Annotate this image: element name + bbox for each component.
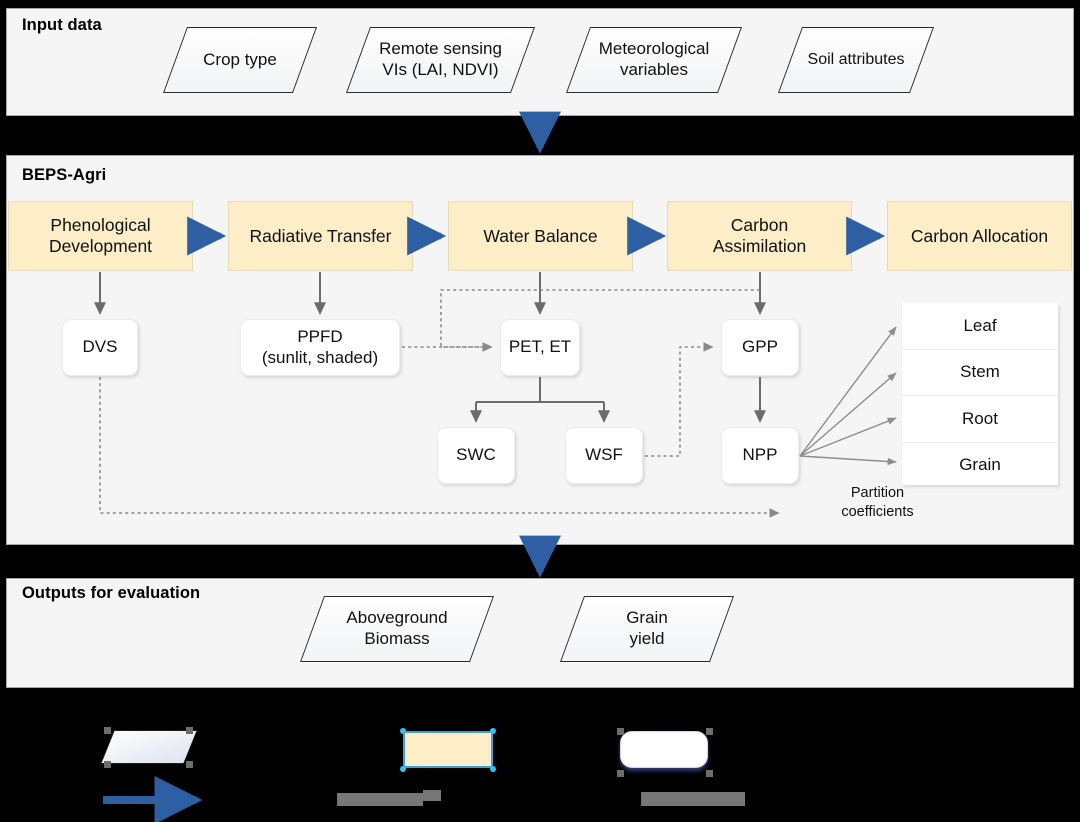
outputs-panel <box>6 578 1074 688</box>
selection-handle[interactable] <box>186 761 193 768</box>
selection-handle[interactable] <box>706 728 713 735</box>
output-item-label: Grain yield <box>626 608 668 648</box>
variable-box-pet-et: PET, ET <box>500 319 580 376</box>
allocation-pool-grain: Grain <box>959 455 1001 475</box>
input-item-label: Meteorological variables <box>598 39 710 79</box>
selection-handle[interactable] <box>186 727 193 734</box>
output-item-grain-yield: Grain yield <box>559 596 735 662</box>
beps-agri-title: BEPS-Agri <box>22 166 107 184</box>
legend-swatch-process-box[interactable] <box>403 731 493 768</box>
process-box-phenological-development: Phenological Development <box>8 201 193 271</box>
parallelogram-shape <box>100 730 198 764</box>
partition-coefficients-label: Partition coefficients <box>841 485 914 520</box>
legend-swatch-parallelogram[interactable] <box>100 730 198 764</box>
input-data-title: Input data <box>22 16 102 34</box>
selection-handle[interactable] <box>617 728 624 735</box>
variable-box-wsf: WSF <box>565 427 643 484</box>
selection-handle[interactable] <box>104 727 111 734</box>
process-box-carbon-allocation: Carbon Allocation <box>887 201 1072 271</box>
input-item-label: Remote sensing VIs (LAI, NDVI) <box>379 39 502 79</box>
input-item-remote-sensing: Remote sensing VIs (LAI, NDVI) <box>345 27 536 93</box>
variable-box-npp: NPP <box>721 427 799 484</box>
variable-box-ppfd: PPFD (sunlit, shaded) <box>240 319 400 376</box>
legend-swatch-variable-box[interactable] <box>620 731 708 768</box>
variable-box-dvs: DVS <box>62 319 138 376</box>
output-item-aboveground-biomass: Aboveground Biomass <box>299 596 495 662</box>
legend-label-redacted <box>337 793 423 806</box>
allocation-pool-root: Root <box>902 396 1058 443</box>
legend-label-redacted <box>423 790 441 801</box>
variable-box-gpp: GPP <box>721 319 799 376</box>
process-box-water-balance: Water Balance <box>448 201 633 271</box>
process-box-carbon-assimilation: Carbon Assimilation <box>667 201 852 271</box>
input-item-crop-type: Crop type <box>162 27 318 93</box>
selection-handle[interactable] <box>490 766 496 772</box>
output-item-label: Aboveground Biomass <box>346 608 448 648</box>
process-box-radiative-transfer: Radiative Transfer <box>228 201 413 271</box>
selection-handle[interactable] <box>400 728 406 734</box>
selection-handle[interactable] <box>617 770 624 777</box>
input-item-soil-attributes: Soil attributes <box>777 27 935 93</box>
input-item-label: Crop type <box>203 49 277 69</box>
allocation-pool-leaf: Leaf <box>902 303 1058 350</box>
allocation-pool-stem: Stem <box>902 350 1058 396</box>
selection-handle[interactable] <box>706 770 713 777</box>
selection-handle[interactable] <box>490 728 496 734</box>
selection-handle[interactable] <box>400 766 406 772</box>
legend-label-redacted <box>641 792 745 806</box>
input-item-label: Soil attributes <box>807 51 905 69</box>
variable-box-swc: SWC <box>437 427 515 484</box>
outputs-title: Outputs for evaluation <box>22 584 201 602</box>
input-item-meteorological: Meteorological variables <box>565 27 743 93</box>
allocation-pool-list: Leaf Stem Root Grain <box>902 303 1058 485</box>
selection-handle[interactable] <box>104 761 111 768</box>
